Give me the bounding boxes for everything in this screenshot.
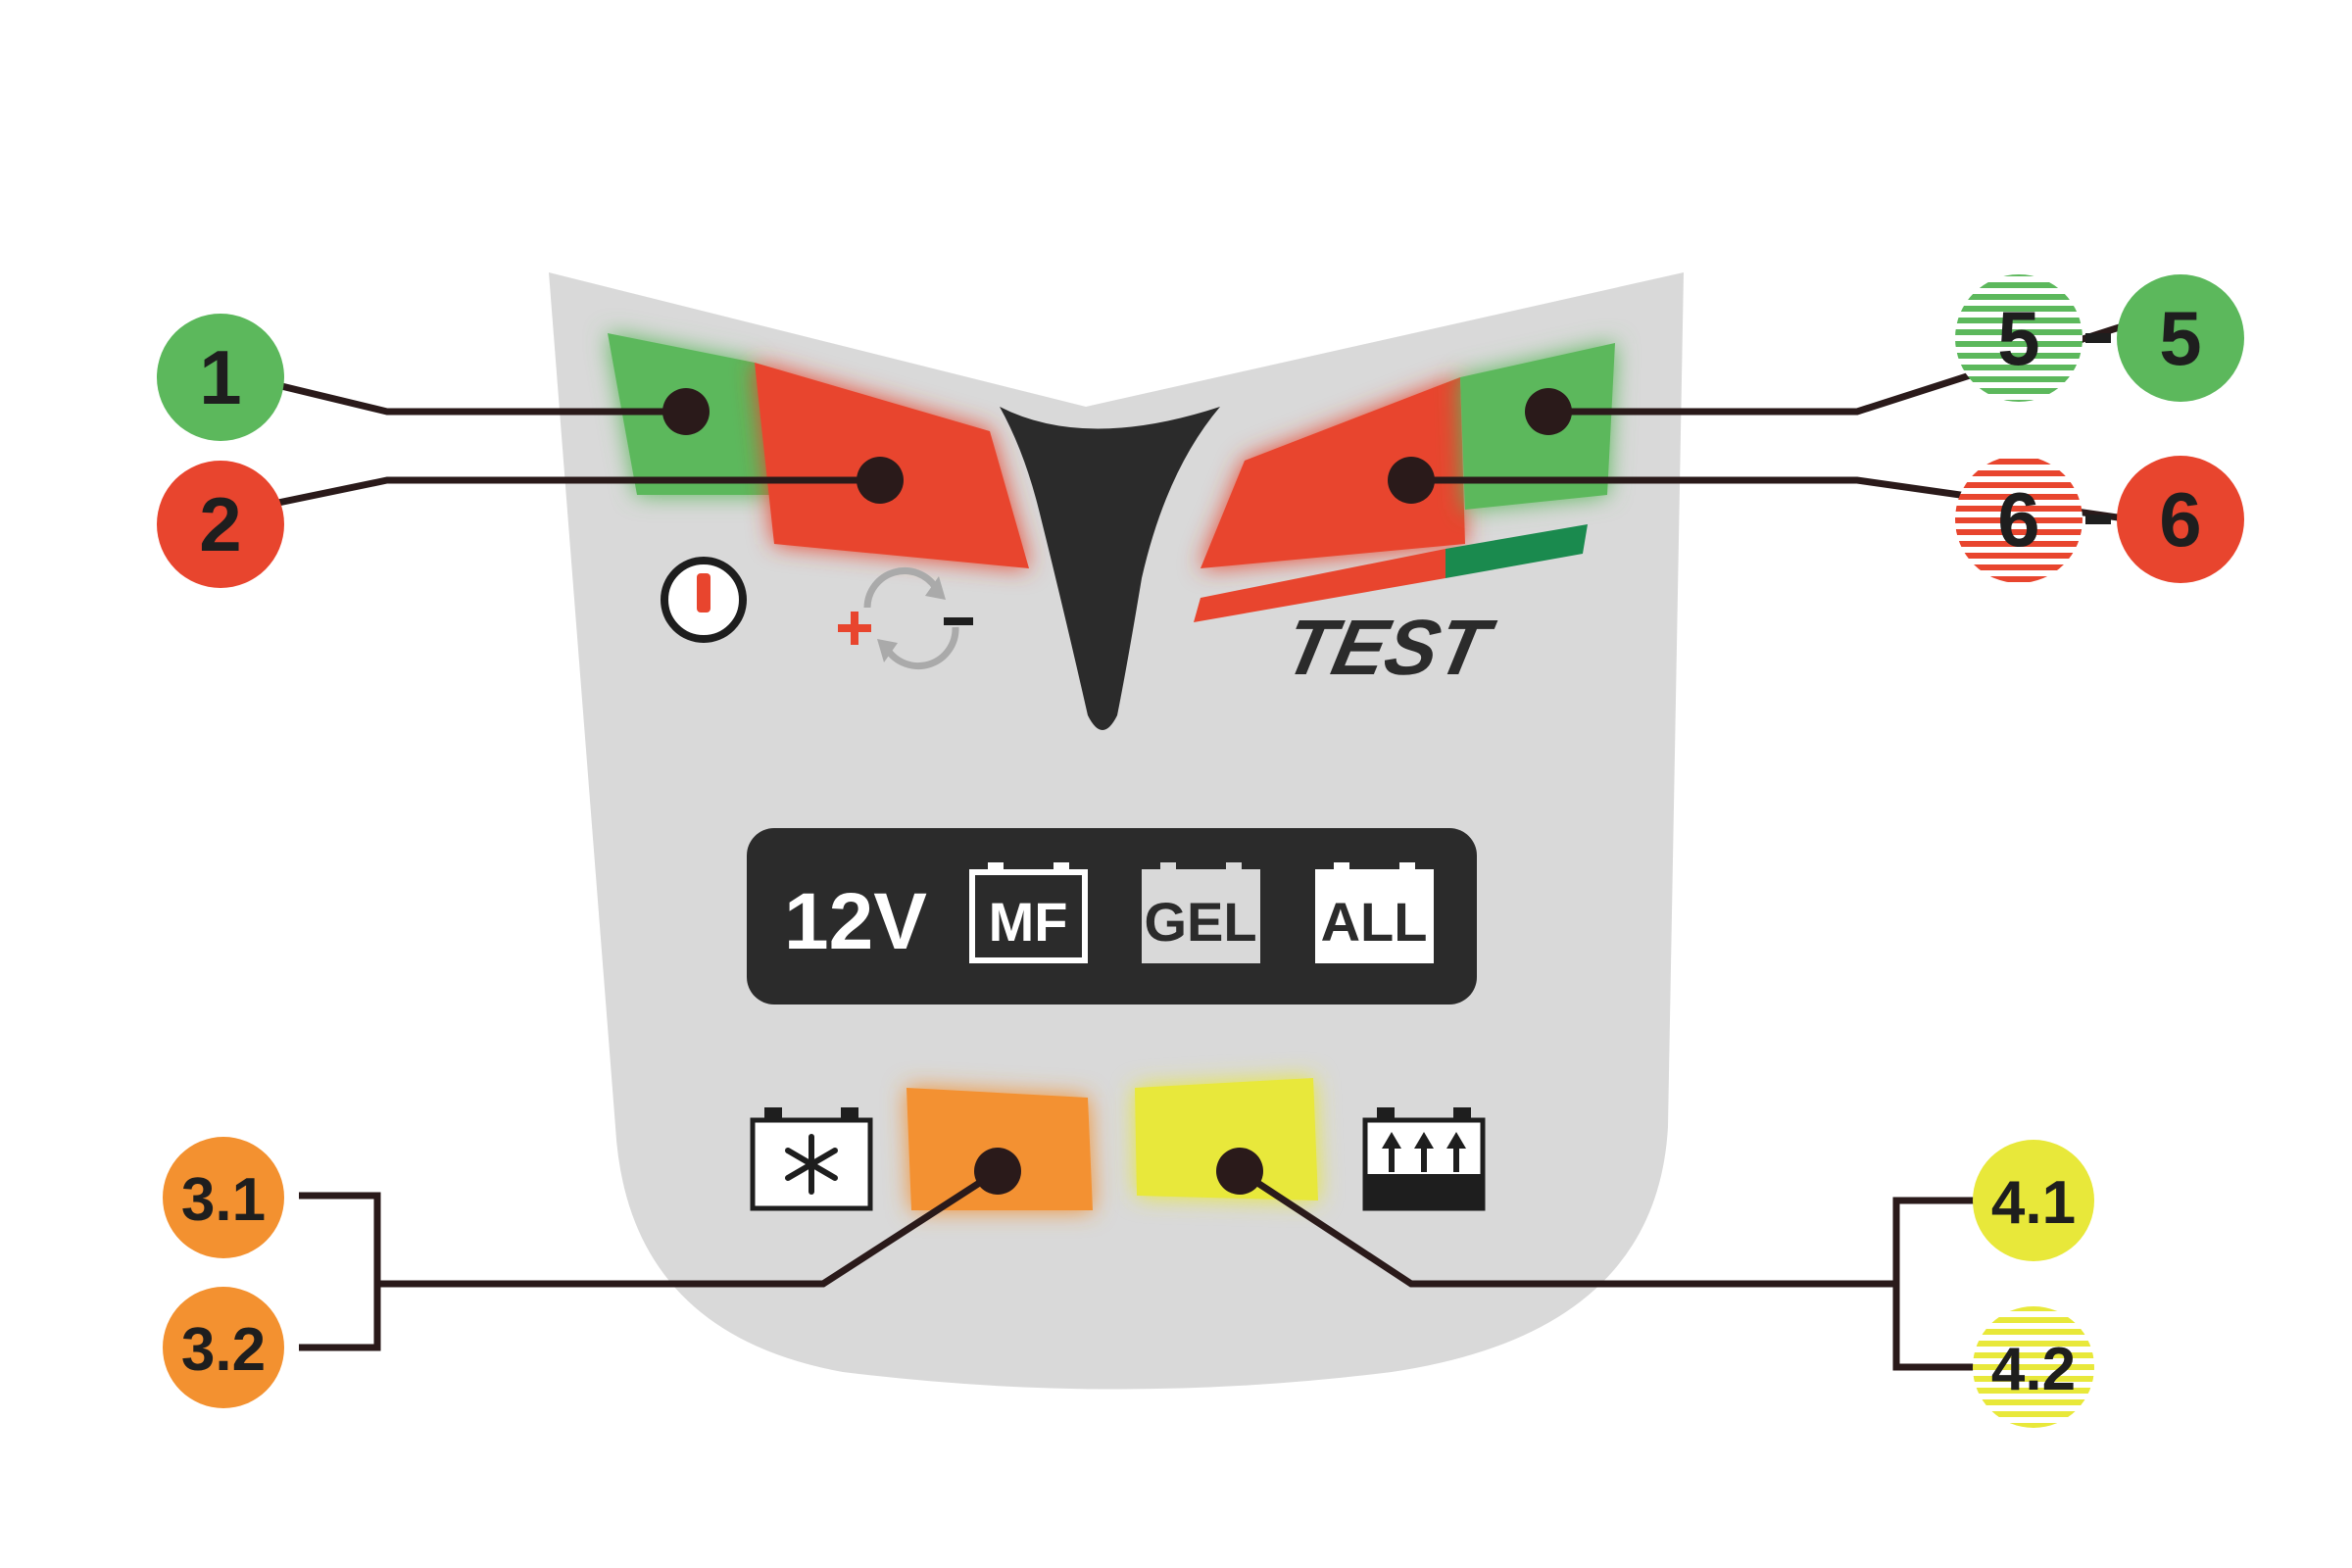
badge-4-1 [1973, 1140, 2094, 1261]
badge-2 [157, 461, 284, 588]
polarity-reverse-icon [838, 567, 973, 670]
badge-5-dash [2085, 333, 2111, 343]
led-6-dot [1388, 457, 1435, 504]
battery-type-gel-label: GEL [1144, 891, 1256, 953]
led-3-dot [974, 1148, 1021, 1195]
badge-3-2 [163, 1287, 284, 1408]
badge-5-solid [2117, 274, 2244, 402]
led-5-dot [1525, 388, 1572, 435]
battery-type-all-label: ALL [1321, 891, 1428, 953]
badge-3-1 [163, 1137, 284, 1258]
charging-battery-icon [1362, 1107, 1486, 1211]
led-1-dot [662, 388, 710, 435]
battery-type-box [747, 828, 1477, 1004]
badge-1 [157, 314, 284, 441]
snowflake-battery-icon [750, 1107, 873, 1211]
battery-type-mf-label: MF [989, 891, 1068, 953]
led-6-red [1200, 377, 1465, 568]
test-stripe-green [1446, 524, 1588, 578]
bracket-4 [1892, 1197, 1975, 1371]
leader-line-4 [1238, 1168, 1896, 1288]
badge-6-blink-label: 6 [1997, 476, 2039, 563]
bracket-3 [299, 1192, 381, 1351]
badge-3-2-label: 3.2 [181, 1316, 266, 1384]
led-2-dot [857, 457, 904, 504]
test-stripe-red [1194, 549, 1446, 622]
badge-2-label: 2 [199, 481, 241, 567]
badge-6-dash [2085, 514, 2111, 524]
badge-4-2 [1973, 1306, 2094, 1428]
led-4-yellow [1135, 1078, 1318, 1200]
badge-4-1-label: 4.1 [1991, 1169, 2076, 1237]
badge-5-solid-label: 5 [2159, 295, 2201, 381]
badge-6-solid-label: 6 [2159, 476, 2201, 563]
leader-line-1 [244, 373, 686, 416]
badge-6-blink [1955, 456, 2082, 583]
battery-type-gel: GEL [1142, 862, 1260, 963]
battery-type-all: ALL [1315, 862, 1434, 963]
badge-5-blink-label: 5 [1997, 295, 2039, 381]
badge-5-blink [1955, 274, 2082, 402]
led-4-dot [1216, 1148, 1263, 1195]
center-v-emblem [1000, 407, 1220, 730]
badge-3-1-label: 3.1 [181, 1166, 266, 1234]
badge-4-2-label: 4.2 [1991, 1336, 2076, 1403]
badge-6-solid [2117, 456, 2244, 583]
badge-1-label: 1 [199, 334, 241, 420]
battery-type-mf: MF [969, 862, 1088, 963]
leader-line-3 [380, 1168, 1000, 1288]
voltage-label: 12V [784, 877, 927, 966]
test-label: TEST [1277, 605, 1502, 692]
power-icon [661, 557, 747, 643]
leader-line-2 [244, 476, 880, 514]
